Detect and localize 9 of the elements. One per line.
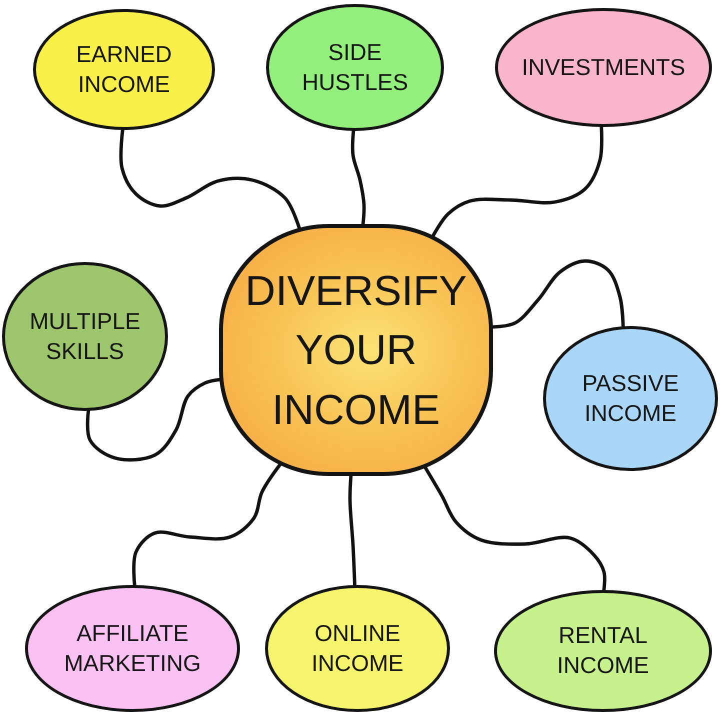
central-topic-label: DIVERSIFY YOUR INCOME [244, 266, 468, 435]
bubble-label: EARNED INCOME [75, 40, 173, 98]
bubble-label: RENTAL INCOME [556, 621, 650, 680]
bubble-label: ONLINE INCOME [310, 618, 404, 678]
bubble-label: SIDE HUSTLES [300, 38, 410, 96]
bubble-label: PASSIVE INCOME [581, 368, 680, 428]
bubble-label: AFFILIATE MARKETING [63, 618, 202, 678]
bubble-label: MULTIPLE SKILLS [28, 306, 142, 366]
bubble-label: INVESTMENTS [522, 52, 686, 82]
